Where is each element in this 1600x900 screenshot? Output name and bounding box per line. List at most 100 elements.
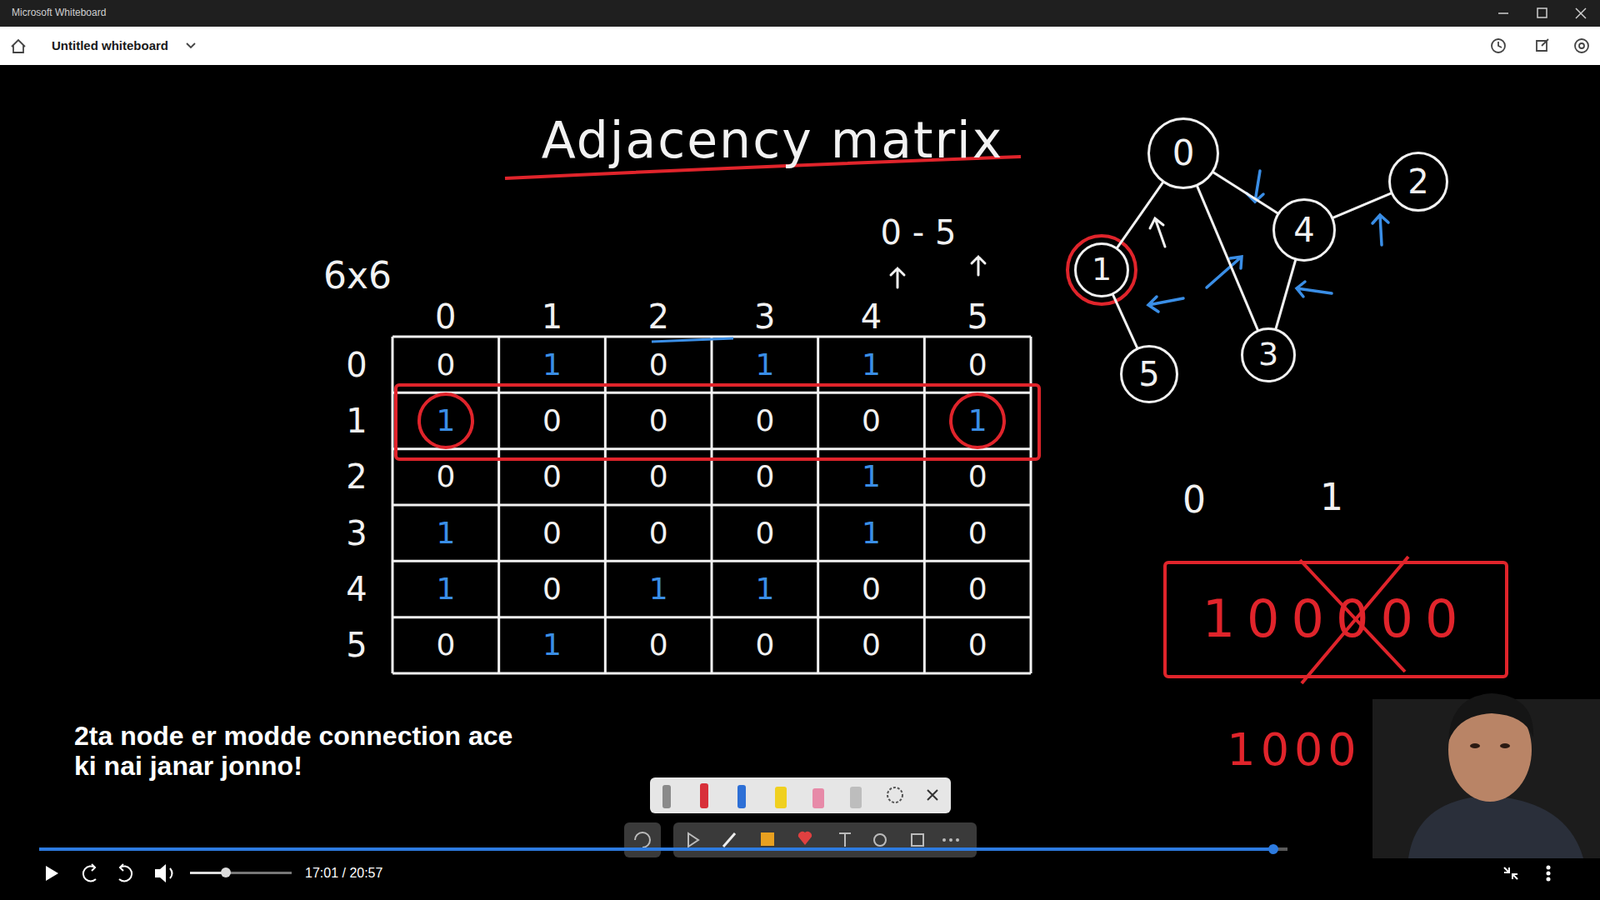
window-title-bar [0,0,1600,27]
matrix-cell: 1 [968,404,988,438]
grid-line [392,615,1031,619]
matrix-cell: 1 [755,348,775,382]
range-arrows [890,256,985,288]
binary-note: 1000 [1226,725,1361,775]
column-header: 5 [966,298,988,335]
page-title: Adjacency matrix [541,110,1005,170]
matrix-cell: 0 [968,629,988,663]
matrix-cell: 1 [649,572,669,606]
cell-circle [950,394,1005,448]
row-header: 2 [345,458,367,495]
bit-value: 1 [1320,477,1344,518]
matrix-cell: 0 [755,460,775,495]
pen-toolbar [624,777,977,858]
strike-cross [1300,556,1409,684]
graph-edge [1117,182,1163,248]
graph-edge [1333,193,1391,218]
video-time: 17:01 / 20:57 [305,865,383,881]
graph-node: 2 [1388,151,1449,212]
node-number: 0 [1172,134,1195,173]
matrix-cell: 1 [861,460,881,495]
window-controls [1498,8,1586,19]
graph-edge [1197,186,1258,330]
node-number: 5 [1138,355,1160,393]
matrix-cell: 0 [968,348,988,382]
grid-line [923,336,926,674]
matrix-size: 6x6 [323,255,392,296]
graph-edge [1275,260,1295,330]
bit-value: 0 [1182,480,1206,520]
node-number: 1 [1091,252,1112,288]
matrix-cell: 0 [649,404,669,438]
graph-node: 0 [1147,117,1220,190]
graph-node: 3 [1240,327,1296,383]
matrix-cell: 0 [755,516,775,550]
subtitle-caption: 2ta node er modde connection ace ki nai … [74,721,525,782]
matrix-cell: 1 [861,516,881,550]
node-number: 4 [1293,211,1315,249]
matrix-cell: 1 [542,629,562,663]
matrix-cell: 0 [435,460,455,495]
row-highlight [395,385,1040,460]
matrix-cell: 1 [542,348,562,382]
graph-edge [1113,295,1138,348]
grid-line [392,672,1031,675]
matrix-cell: 0 [435,629,455,663]
grid-line [392,560,1031,563]
row-header: 4 [345,570,367,608]
grid-line [392,504,1031,507]
node-number: 2 [1407,163,1429,200]
window-title: Microsoft Whiteboard [11,7,106,19]
matrix-cell: 1 [435,404,455,438]
app-bar-icons [11,39,1589,53]
matrix-cell: 1 [435,516,455,550]
matrix-cell: 0 [542,460,562,495]
graph-node: 5 [1120,345,1179,404]
column-header: 2 [647,298,669,335]
matrix-cell: 0 [542,404,562,438]
whiteboard-name: Untitled whiteboard [51,39,169,54]
node-highlight-ring [1067,235,1136,305]
matrix-cell: 0 [755,404,775,438]
graph-node: 4 [1272,198,1336,262]
matrix-cell: 0 [435,348,455,382]
graph-node: 1 [1074,242,1130,298]
row-header: 5 [345,626,367,664]
matrix-cell: 0 [649,348,669,382]
matrix-cell: 0 [649,516,669,550]
matrix-cell: 1 [861,348,881,382]
grid-line [816,336,820,674]
traversal-arrow [1150,218,1165,247]
matrix-cell: 0 [968,460,988,495]
matrix-grid [392,336,1031,674]
row-header: 1 [345,402,367,440]
binary-digits: 100000 [1202,590,1470,648]
column-header: 1 [541,298,563,335]
header-mark [651,338,734,342]
grid-line [1030,336,1033,674]
traversal-arrows [1148,170,1389,312]
node-range: 0 - 5 [880,214,957,251]
row-header: 0 [345,346,367,384]
cell-circle [419,394,473,448]
column-header: 3 [754,298,775,335]
matrix-cell: 0 [861,404,881,438]
matrix-cell: 1 [435,572,455,606]
matrix-cell: 0 [542,516,562,550]
graph-edge [1213,172,1278,214]
node-number: 3 [1258,337,1279,373]
matrix-cell: 0 [542,572,562,606]
matrix-cell: 0 [755,629,775,663]
webcam-overlay [1372,693,1600,859]
matrix-cell: 0 [649,629,669,663]
app-bar [0,26,1600,65]
matrix-cell: 0 [861,629,881,663]
row-header: 3 [345,515,367,552]
binary-box: 100000 [1163,560,1509,679]
matrix-cell: 0 [968,572,988,606]
column-header: 4 [860,298,882,335]
matrix-cell: 0 [968,516,988,550]
video-controls [39,844,1551,883]
matrix-cell: 0 [649,460,669,495]
matrix-cell: 1 [755,572,775,606]
